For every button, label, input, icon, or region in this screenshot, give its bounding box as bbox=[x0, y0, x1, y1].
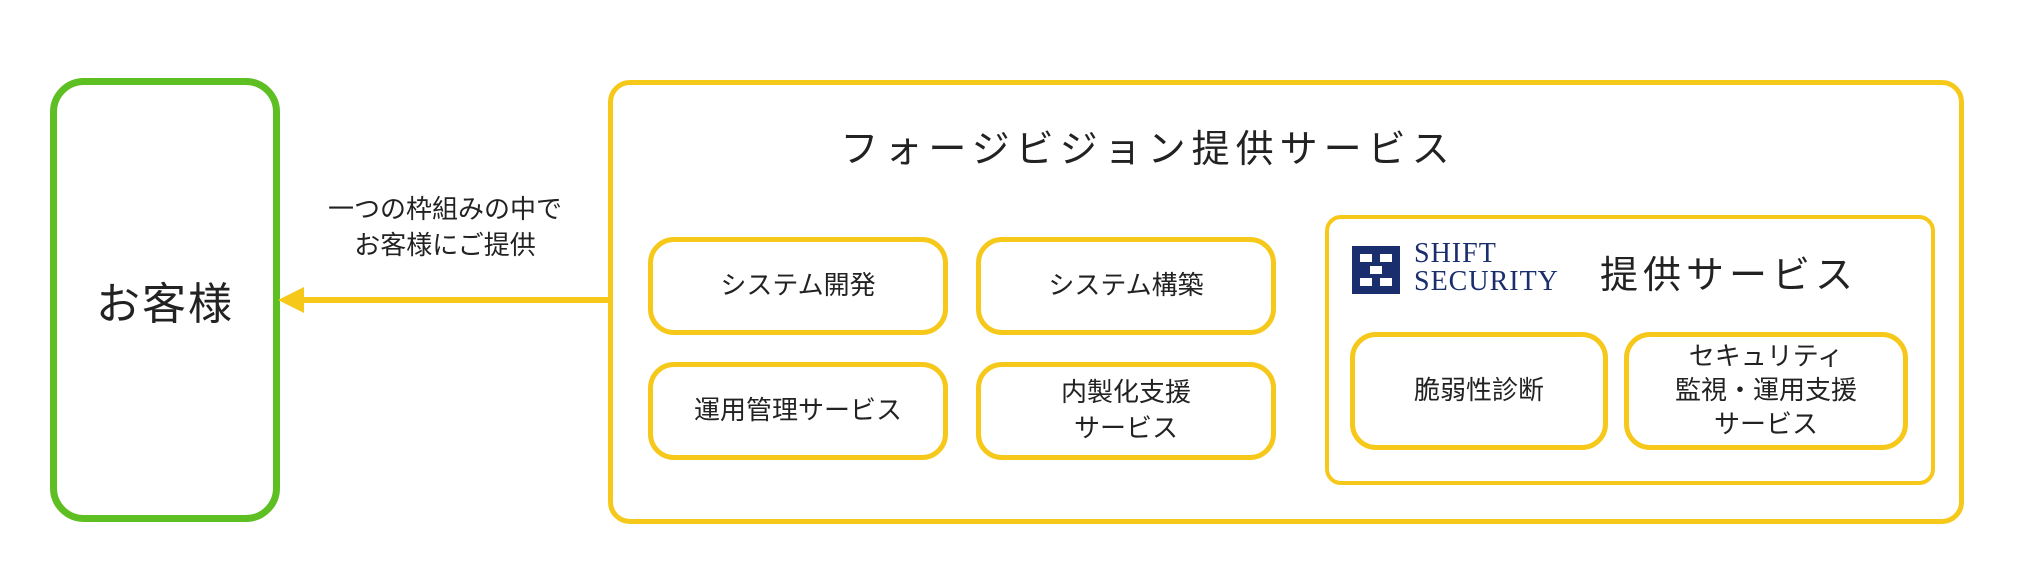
service-label-line3: サービス bbox=[1713, 410, 1818, 440]
delivery-arrow bbox=[278, 287, 610, 313]
service-system-development: システム開発 bbox=[648, 237, 948, 335]
arrow-note-line1: 一つの枠組みの中で bbox=[327, 195, 562, 225]
shift-security-services-title: 提供サービス bbox=[1600, 253, 1859, 297]
logo-line2: SECURITY bbox=[1414, 266, 1559, 297]
shift-security-logo-icon bbox=[1352, 246, 1400, 294]
service-system-construction: システム構築 bbox=[976, 237, 1276, 335]
service-inhouse-support: 内製化支援 サービス bbox=[976, 362, 1276, 460]
service-operations-management: 運用管理サービス bbox=[648, 362, 948, 460]
service-label-line2: サービス bbox=[1073, 414, 1178, 444]
service-label-line2: 監視・運用支援 bbox=[1674, 376, 1857, 406]
service-label-line1: 内製化支援 bbox=[1060, 378, 1191, 408]
shift-security-logo: SHIFT SECURITY bbox=[1352, 240, 1582, 298]
service-security-monitoring: セキュリティ 監視・運用支援 サービス bbox=[1624, 332, 1908, 450]
service-vulnerability-assessment: 脆弱性診断 bbox=[1350, 332, 1608, 450]
forgevision-services-frame bbox=[608, 80, 1964, 524]
service-label: 運用管理サービス bbox=[693, 396, 902, 426]
service-label: システム構築 bbox=[1048, 271, 1204, 301]
shift-security-logo-text: SHIFT SECURITY bbox=[1414, 240, 1559, 296]
logo-line1: SHIFT bbox=[1414, 238, 1497, 269]
service-label: 脆弱性診断 bbox=[1413, 376, 1544, 406]
service-label: システム開発 bbox=[720, 271, 876, 301]
service-label-line1: セキュリティ bbox=[1688, 342, 1844, 372]
arrow-note-line2: お客様にご提供 bbox=[354, 231, 536, 261]
shift-security-frame bbox=[1325, 215, 1935, 485]
customer-box: お客様 bbox=[50, 78, 280, 522]
forgevision-services-title: フォージビジョン提供サービス bbox=[840, 127, 1456, 171]
customer-label: お客様 bbox=[96, 279, 234, 330]
arrow-note: 一つの枠組みの中で お客様にご提供 bbox=[280, 192, 610, 264]
